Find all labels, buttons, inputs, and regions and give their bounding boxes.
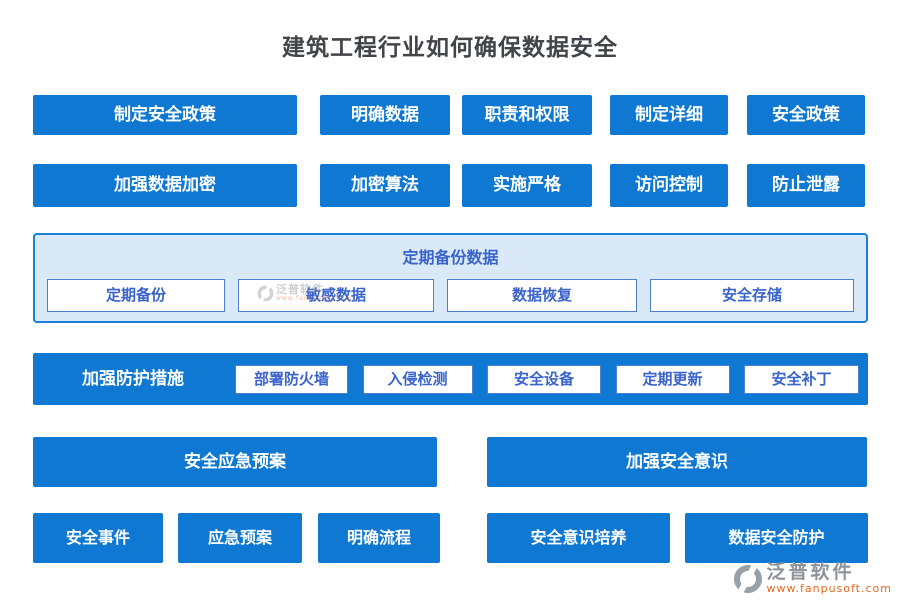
box-strengthen-data-encryption[interactable]: 加强数据加密 [33, 164, 297, 207]
fanpu-logo-icon [733, 563, 762, 594]
box-data-security-protection[interactable]: 数据安全防护 [685, 513, 868, 563]
box-clarify-data[interactable]: 明确数据 [320, 95, 450, 135]
protection-bar-buttons: 部署防火墙 入侵检测 安全设备 定期更新 安全补丁 [235, 365, 859, 394]
box-regular-backup[interactable]: 定期备份 [47, 279, 225, 312]
box-secure-storage[interactable]: 安全存储 [650, 279, 854, 312]
backup-panel-buttons: 定期备份 敏感数据 数据恢复 安全存储 [47, 279, 854, 312]
box-sensitive-data[interactable]: 敏感数据 [238, 279, 434, 312]
box-regular-updates[interactable]: 定期更新 [615, 365, 730, 394]
box-prevent-leakage[interactable]: 防止泄露 [747, 164, 865, 207]
box-deploy-firewall[interactable]: 部署防火墙 [235, 365, 348, 394]
box-duties-and-permissions[interactable]: 职责和权限 [462, 95, 592, 135]
watermark-bottom-right: 泛普软件 www.fanpusoft.com [733, 562, 892, 595]
protection-bar-label: 加强防护措施 [82, 369, 184, 389]
protection-measures-bar: 加强防护措施 部署防火墙 入侵检测 安全设备 定期更新 安全补丁 [33, 353, 868, 405]
box-security-emergency-plan[interactable]: 安全应急预案 [33, 437, 437, 487]
watermark-url: www.fanpusoft.com [766, 581, 892, 595]
box-security-equipment[interactable]: 安全设备 [487, 365, 601, 394]
watermark-brand: 泛普软件 [766, 561, 855, 584]
page-title: 建筑工程行业如何确保数据安全 [282, 35, 618, 61]
backup-panel-header: 定期备份数据 [402, 248, 499, 267]
box-security-awareness-training[interactable]: 安全意识培养 [487, 513, 670, 563]
box-formulate-security-policy[interactable]: 制定安全政策 [33, 95, 297, 135]
box-data-recovery[interactable]: 数据恢复 [447, 279, 637, 312]
box-security-incident[interactable]: 安全事件 [33, 513, 163, 563]
box-strict-implementation[interactable]: 实施严格 [462, 164, 592, 207]
backup-data-panel: 定期备份数据 定期备份 敏感数据 数据恢复 安全存储 泛普软件 www.fanp… [33, 233, 868, 323]
box-emergency-plan[interactable]: 应急预案 [178, 513, 302, 563]
box-encryption-algorithm[interactable]: 加密算法 [320, 164, 450, 207]
box-intrusion-detection[interactable]: 入侵检测 [362, 365, 473, 394]
box-clear-process[interactable]: 明确流程 [318, 513, 440, 563]
box-strengthen-security-awareness[interactable]: 加强安全意识 [487, 437, 867, 487]
box-access-control[interactable]: 访问控制 [610, 164, 728, 207]
box-security-policy[interactable]: 安全政策 [747, 95, 865, 135]
box-formulate-detailed[interactable]: 制定详细 [610, 95, 728, 135]
box-security-patch[interactable]: 安全补丁 [744, 365, 859, 394]
